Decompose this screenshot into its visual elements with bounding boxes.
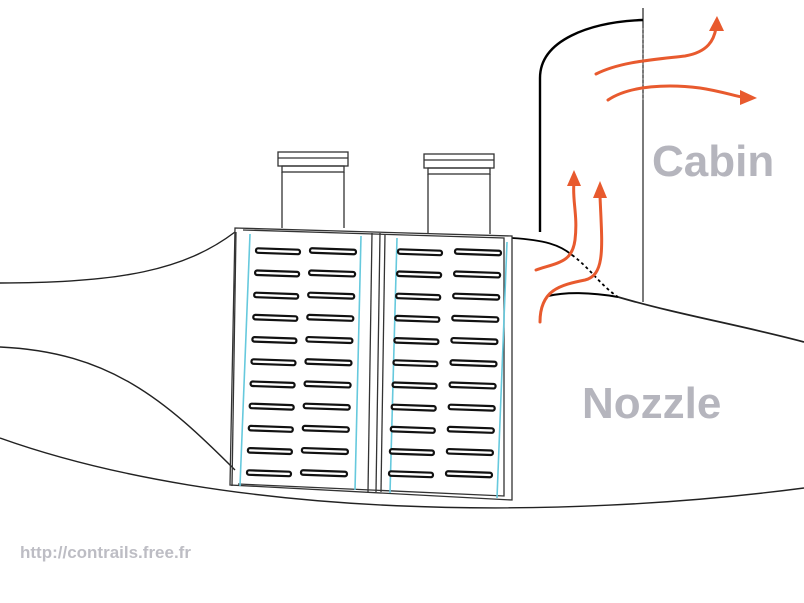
- cooling-slots: [245, 247, 503, 479]
- cooling-slot: [249, 380, 296, 389]
- cooling-slot: [453, 248, 503, 257]
- cooling-slot: [392, 359, 439, 368]
- cooling-slot: [300, 446, 349, 456]
- airflow-arrow-icon: [740, 90, 757, 105]
- airflow-arrow-icon: [567, 170, 581, 186]
- cooling-slot: [448, 381, 497, 390]
- cooling-slot: [306, 313, 355, 322]
- cooling-slot: [391, 381, 438, 390]
- cooling-slot: [302, 402, 351, 411]
- cooling-slot: [253, 269, 301, 278]
- duct-lip: [511, 237, 619, 298]
- airflow-arrow-icon: [594, 26, 718, 76]
- cooling-slot: [395, 292, 442, 301]
- cooling-slot: [299, 469, 349, 478]
- airflow-arrow-icon: [709, 16, 724, 31]
- cooling-slot: [451, 314, 500, 323]
- cooling-slot: [250, 358, 297, 367]
- cooling-slot: [449, 359, 498, 368]
- cooling-slot: [304, 358, 353, 367]
- cooling-slot: [452, 292, 501, 301]
- cooling-slot: [308, 247, 358, 256]
- cooling-slot: [253, 291, 300, 300]
- cooling-slot: [251, 336, 298, 345]
- cooling-slot: [247, 424, 294, 433]
- cooling-slot: [252, 313, 299, 322]
- cooling-slot: [387, 470, 435, 479]
- cabin-supply-duct: [538, 18, 644, 232]
- nozzle-label: Nozzle: [582, 379, 721, 428]
- cooling-slot: [446, 425, 495, 434]
- airflow-arrow-icon: [538, 194, 604, 324]
- cooling-slot: [390, 403, 437, 412]
- cooling-slot: [445, 447, 494, 457]
- cooling-slot: [395, 270, 443, 279]
- inlet-pipe-right: [423, 153, 495, 234]
- cooling-slot: [246, 447, 293, 456]
- duct-outline: [0, 231, 804, 509]
- source-url: http://contrails.free.fr: [20, 543, 191, 562]
- cooling-slot: [394, 314, 441, 323]
- cooling-slot: [447, 403, 496, 412]
- cooling-slot: [393, 337, 440, 346]
- airflow-arrow-icon: [534, 180, 578, 272]
- cooling-channel: [496, 241, 508, 499]
- cooling-slot: [389, 425, 436, 434]
- cooling-slot: [444, 470, 494, 479]
- cooling-slot: [307, 291, 356, 300]
- cooling-slot: [307, 269, 357, 278]
- cooling-slot: [450, 336, 499, 346]
- cooling-slot: [301, 424, 350, 433]
- cooling-slot: [254, 247, 302, 256]
- cooling-slot: [245, 469, 293, 478]
- cooling-slot: [305, 335, 354, 345]
- inlet-pipe-left: [277, 151, 349, 228]
- cooling-slot: [248, 402, 295, 411]
- cooling-slot: [388, 448, 435, 457]
- heat-exchanger: [229, 227, 513, 501]
- airflow-arrow-icon: [606, 84, 744, 102]
- cooling-slot: [396, 248, 444, 257]
- cabin-label: Cabin: [652, 137, 774, 186]
- airflow-arrow-icon: [593, 181, 607, 198]
- cooling-channel: [354, 235, 362, 491]
- cooling-slot: [303, 380, 352, 389]
- airflow-arrows: [534, 16, 757, 324]
- cooling-channel: [239, 233, 251, 487]
- cooling-slot: [452, 270, 502, 279]
